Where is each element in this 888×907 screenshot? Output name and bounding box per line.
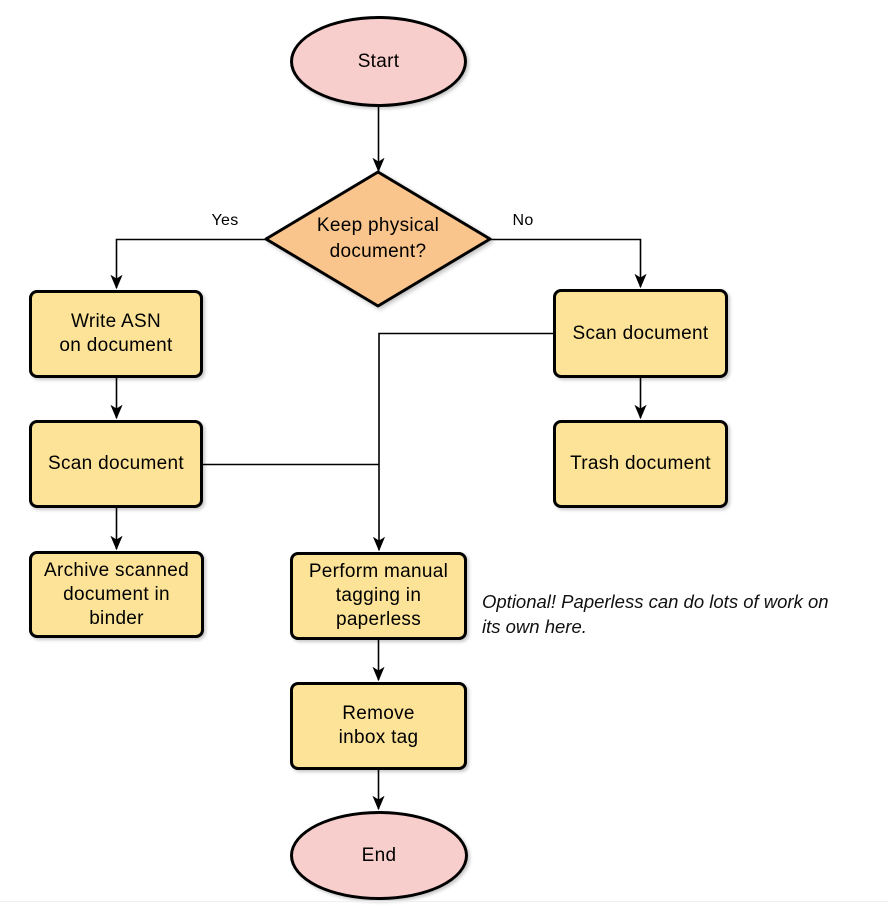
node-scan-document-right: Scan document: [553, 289, 728, 378]
node-end: End: [290, 811, 468, 900]
edge-decision-no-to-scan-right: [490, 238, 641, 288]
node-perform-tagging-label: Perform manual tagging in paperless: [308, 561, 449, 630]
node-trash-document: Trash document: [553, 420, 728, 508]
node-remove-inbox-tag-label: Remove inbox tag: [338, 703, 419, 748]
node-end-label: End: [361, 844, 397, 866]
decision-diamond: [264, 170, 492, 308]
edge-label-no: No: [512, 212, 534, 229]
node-trash-document-label: Trash document: [570, 453, 711, 474]
node-scan-document-left-label: Scan document: [48, 453, 184, 474]
node-scan-document-left: Scan document: [29, 420, 203, 508]
node-write-asn: Write ASN on document: [29, 290, 203, 378]
edge-scan-right-to-perform-tagging: [379, 332, 553, 551]
edge-decision-yes-to-write-asn: [117, 238, 266, 289]
node-write-asn-label: Write ASN on document: [59, 311, 173, 356]
node-start-label: Start: [357, 50, 400, 72]
annotation-note: Optional! Paperless can do lots of work …: [482, 591, 829, 637]
page-divider: [0, 901, 888, 902]
node-scan-document-right-label: Scan document: [572, 322, 709, 344]
node-remove-inbox-tag: Remove inbox tag: [290, 682, 467, 770]
node-perform-tagging: Perform manual tagging in paperless: [290, 552, 467, 640]
edge-label-yes: Yes: [211, 212, 239, 229]
node-archive-binder-label: Archive scanned document in binder: [44, 559, 189, 629]
node-start: Start: [290, 16, 467, 107]
node-decision-label: Keep physical document?: [316, 215, 440, 262]
node-archive-binder: Archive scanned document in binder: [29, 551, 204, 638]
